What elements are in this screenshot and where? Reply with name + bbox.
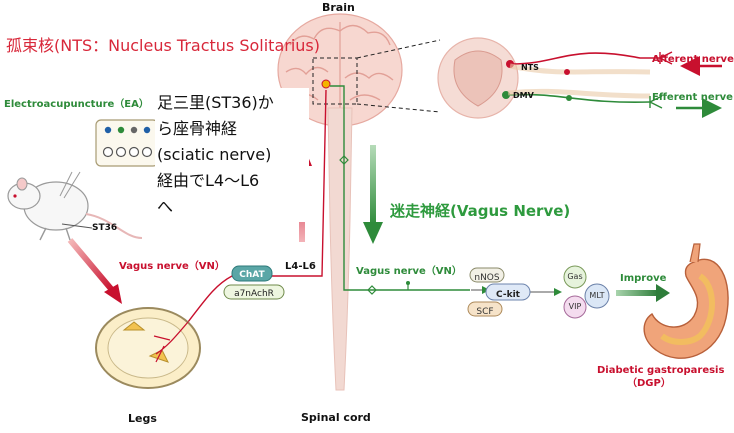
scf-pill-bg (467, 301, 503, 317)
ckit-label: C-kit (496, 290, 520, 300)
st36-label: ST36 (92, 223, 118, 233)
chat-label: ChAT (239, 270, 265, 280)
mlt-label: MLT (589, 291, 605, 300)
brainstem-inset (437, 37, 673, 119)
afferent-pathway (187, 89, 327, 323)
scf-label: SCF (476, 307, 494, 317)
afferent-nerve-label: Afferent nerve (652, 54, 734, 65)
efferent-marker-2 (367, 285, 377, 295)
vagus-nerve-right-label: Vagus nerve（VN） (356, 266, 462, 277)
improve-label: Improve (620, 273, 667, 284)
brain-illustration (277, 13, 403, 127)
gas-label: Gas (567, 272, 583, 281)
nts-inset-label: NTS (521, 63, 539, 72)
efferent-nerve-label: Efferent nerve (652, 92, 733, 103)
nts-focus-box (312, 39, 441, 113)
leg-cross-section (95, 307, 201, 389)
spinal-cord-label: Spinal cord (301, 411, 371, 424)
a7nachr-pill-bg (223, 284, 285, 300)
leg-arrow (67, 238, 122, 304)
l4-l6-label: L4-L6 (285, 261, 316, 272)
jp-note-line-1: 足三里(ST36)か (157, 93, 274, 112)
vip-circle (563, 295, 587, 319)
jp-note-line-5: へ (157, 197, 174, 216)
mlt-circle (584, 283, 610, 309)
efferent-tick-dot (406, 281, 410, 285)
efferent-marker-1 (339, 155, 349, 165)
improve-arrow (616, 284, 670, 302)
jp-note-line-3: (sciatic nerve) (157, 145, 272, 164)
japanese-note: 足三里(ST36)か ら座骨神経 (sciatic nerve) 経由でL4〜L… (155, 88, 309, 222)
vagus-nerve-left-label: Vagus nerve（VN） (119, 261, 225, 272)
chat-pill-bg (231, 265, 273, 282)
descending-arrow (363, 145, 383, 244)
nts-title: 孤束核(NTS：Nucleus Tractus Solitarius) (6, 36, 320, 55)
jp-note-line-4: 経由でL4〜L6 (157, 171, 260, 190)
spinal-cord-illustration (327, 107, 353, 391)
brain-label: Brain (322, 1, 355, 14)
stomach-illustration (643, 243, 729, 359)
st36-leader (61, 223, 93, 229)
efferent-pathway (330, 85, 470, 291)
dgp-label-line2: （DGP） (627, 378, 671, 389)
ea-device[interactable] (95, 119, 159, 167)
nnos-label: nNOS (474, 273, 500, 283)
dgp-label-line1: Diabetic gastroparesis (597, 365, 725, 376)
legs-label: Legs (128, 412, 157, 425)
nts-node (321, 79, 331, 89)
vip-label: VIP (568, 302, 582, 311)
electroacupuncture-label: Electroacupuncture（EA） (4, 99, 149, 110)
vagus-nerve-jp-label: 迷走神経(Vagus Nerve) (390, 202, 571, 220)
dmv-inset-label: DMV (513, 91, 534, 100)
gas-circle (563, 265, 587, 289)
nnos-pill-bg (469, 267, 505, 283)
ckit-pill-bg (485, 283, 531, 301)
rat-illustration (7, 171, 143, 241)
jp-note-line-2: ら座骨神経 (157, 119, 238, 138)
a7nachr-label: a7nAchR (234, 289, 274, 299)
